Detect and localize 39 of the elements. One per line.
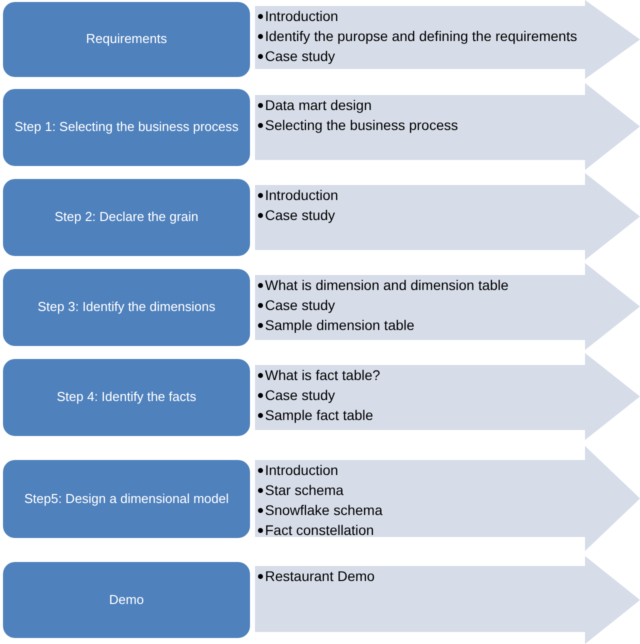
- topic-item: Case study: [265, 298, 336, 312]
- step-title: Demo: [109, 592, 144, 608]
- step-box: [3, 359, 250, 436]
- topic-item: Case study: [265, 49, 336, 63]
- step-box: [3, 269, 250, 346]
- step-box: [3, 562, 250, 638]
- topic-item: Sample dimension table: [265, 318, 414, 332]
- topic-banner: [255, 446, 640, 551]
- step-box: [3, 2, 250, 77]
- step-title: Step 3: Identify the dimensions: [38, 299, 216, 316]
- step-box: [3, 460, 250, 538]
- step-title: Step 2: Declare the grain: [54, 209, 198, 226]
- step-title: Step 4: Identify the facts: [56, 389, 196, 406]
- topic-item: Introduction: [265, 463, 338, 477]
- topic-item: Selecting the business process: [265, 118, 458, 132]
- topic-item: Fact constellation: [265, 523, 374, 537]
- topic-item: Case study: [265, 388, 336, 402]
- topic-item: Sample fact table: [265, 408, 374, 422]
- step-box: [3, 179, 250, 256]
- topic-banner: [255, 83, 640, 170]
- topic-item: Star schema: [265, 483, 344, 497]
- topic-item: Restaurant Demo: [265, 569, 375, 583]
- step-box: [3, 89, 250, 166]
- topic-item: What is fact table?: [265, 368, 380, 382]
- topic-item: Snowflake schema: [265, 503, 383, 517]
- topic-banner: [255, 0, 640, 79]
- topic-banner: [255, 556, 640, 644]
- topic-item: Introduction: [265, 188, 338, 202]
- topic-item: Introduction: [265, 9, 338, 23]
- topic-item: Identify the puropse and defining the requirements: [265, 29, 578, 43]
- step-title: Requirements: [86, 31, 167, 48]
- topic-banner: [255, 263, 640, 350]
- topic-banner: [255, 353, 640, 440]
- topic-item: Case study: [265, 208, 336, 222]
- topic-item: Data mart design: [265, 98, 372, 112]
- topic-item: What is dimension and dimension table: [265, 278, 509, 292]
- step-title: Step 1: Selecting the business process: [14, 119, 239, 136]
- step-title: Step5: Design a dimensional model: [24, 490, 229, 508]
- topic-banner: [255, 173, 640, 260]
